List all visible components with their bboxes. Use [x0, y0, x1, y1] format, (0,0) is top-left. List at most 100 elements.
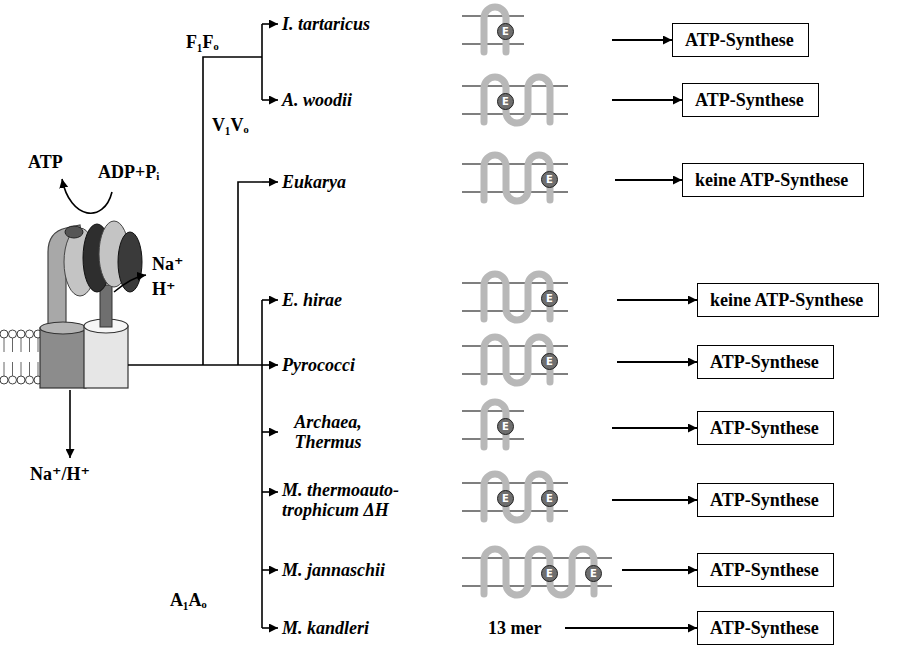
glutamate-marker: E	[497, 93, 514, 110]
result-arrow	[615, 179, 682, 181]
result-box: ATP-Synthese	[697, 483, 834, 517]
lipid-head	[0, 376, 8, 384]
marker-letter: E	[502, 96, 509, 107]
part-label: V₁Vₒ	[212, 115, 249, 135]
branch-arrow	[262, 364, 278, 366]
result-text: ATP-Synthese	[710, 560, 819, 580]
helix-hairpin	[484, 77, 550, 123]
result-text: keine ATP-Synthese	[710, 290, 863, 310]
branch-arrow	[262, 491, 278, 493]
lipid-tail	[12, 338, 13, 352]
marker-letter: E	[546, 174, 553, 185]
marker-letter: E	[546, 293, 553, 304]
lipid-head	[9, 376, 17, 384]
marker-letter: E	[502, 26, 509, 37]
part-label: Na⁺/H⁺	[30, 464, 90, 484]
c-subunit-pictograms	[462, 7, 612, 595]
branch-arrow	[262, 569, 278, 571]
lipid-head	[9, 330, 17, 338]
branch-arrow	[262, 627, 278, 629]
result-arrow	[617, 299, 697, 301]
glutamate-marker: E	[497, 490, 514, 507]
result-box: ATP-Synthese	[672, 23, 809, 57]
organism-name: M. kandleri	[282, 618, 369, 638]
branch-line	[203, 57, 262, 365]
lipid-tail	[4, 362, 5, 376]
result-arrow	[612, 99, 682, 101]
glutamate-marker: E	[541, 565, 558, 582]
branch-arrow	[262, 299, 278, 301]
result-arrows	[565, 40, 697, 628]
part-label: ADP+Pᵢ	[98, 162, 159, 182]
part-label: ATP	[28, 152, 63, 172]
result-arrow	[565, 627, 697, 629]
part-label: A₁Aₒ	[170, 590, 207, 610]
beta-subunit	[118, 232, 142, 292]
lipid-tail	[12, 362, 13, 376]
part-label: 13 mer	[488, 618, 541, 638]
lipid-head	[17, 376, 25, 384]
result-box: keine ATP-Synthese	[682, 163, 864, 197]
organism-name: Eukarya	[282, 172, 346, 192]
glutamate-marker: E	[541, 490, 558, 507]
organism-name: M. jannaschii	[282, 560, 385, 580]
glutamate-marker: E	[541, 290, 558, 307]
result-arrow	[622, 569, 697, 571]
central-stalk	[100, 285, 112, 327]
result-box: ATP-Synthese	[697, 345, 834, 379]
glutamate-marker: E	[585, 565, 602, 582]
part-label: H⁺	[152, 279, 176, 299]
organism-name: Pyrococci	[282, 355, 355, 375]
result-text: keine ATP-Synthese	[695, 170, 848, 190]
membrane-line	[462, 15, 524, 16]
result-box: ATP-Synthese	[697, 553, 834, 587]
marker-letter: E	[546, 493, 553, 504]
lipid-tail	[4, 338, 5, 352]
marker-letter: E	[546, 356, 553, 367]
a-subunit-top	[40, 322, 86, 334]
lipid-head	[17, 330, 25, 338]
branch-arrow	[262, 431, 278, 433]
organism-name: I. tartaricus	[282, 14, 370, 34]
branch-line	[238, 182, 262, 365]
result-arrow	[617, 361, 697, 363]
branch-lines	[128, 24, 278, 628]
glutamate-marker: E	[497, 23, 514, 40]
a-subunit	[40, 328, 86, 388]
organism-name: Archaea, Thermus	[282, 412, 374, 452]
helix-hairpin	[484, 549, 594, 595]
part-label: F₁Fₒ	[186, 32, 219, 52]
marker-letter: E	[590, 568, 597, 579]
organism-name: A. woodii	[282, 90, 352, 110]
part-label: Na⁺	[152, 254, 184, 274]
result-box: ATP-Synthese	[697, 411, 834, 445]
result-text: ATP-Synthese	[710, 418, 819, 438]
branch-arrow	[262, 23, 278, 25]
branch-arrow	[262, 181, 278, 183]
lipid-tail	[29, 338, 30, 352]
delta-subunit	[65, 226, 83, 238]
marker-letter: E	[502, 493, 509, 504]
membrane-line	[462, 410, 524, 411]
glutamate-marker: E	[541, 171, 558, 188]
result-text: ATP-Synthese	[710, 618, 819, 638]
result-box: ATP-Synthese	[682, 83, 819, 117]
branch-arrow	[262, 99, 278, 101]
c-ring	[84, 326, 128, 388]
reaction-arrow	[62, 179, 112, 213]
atp-synthase-illustration	[40, 179, 146, 458]
branch-line	[261, 24, 263, 100]
result-arrow	[612, 427, 697, 429]
organism-name: M. thermoauto-trophicum ΔH	[282, 480, 432, 520]
ion-arrow	[114, 275, 146, 292]
membrane-line	[462, 43, 524, 44]
branch-line	[128, 364, 262, 366]
lipid-tail	[29, 362, 30, 376]
result-box: ATP-Synthese	[697, 611, 834, 645]
lipid-tail	[21, 362, 22, 376]
lipid-head	[26, 330, 34, 338]
result-box: keine ATP-Synthese	[697, 283, 879, 317]
lipid-tail	[21, 338, 22, 352]
organism-name: E. hirae	[282, 290, 342, 310]
